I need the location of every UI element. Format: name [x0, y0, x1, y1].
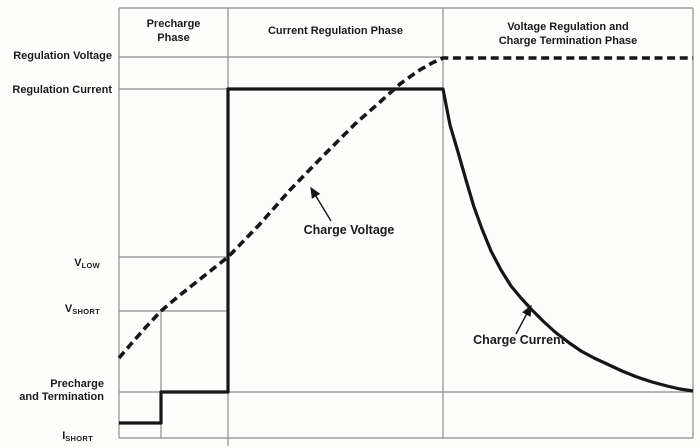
charge-current-arrow: [515, 304, 532, 335]
v-low-symbol: V: [74, 257, 82, 269]
ylabel-regulation-voltage: Regulation Voltage: [13, 50, 112, 62]
ylabel-v-short: VSHORT: [65, 290, 100, 318]
i-short-symbol: I: [62, 430, 66, 442]
v-short-subscript: SHORT: [72, 307, 100, 316]
ylabel-regulation-current: Regulation Current: [12, 84, 112, 96]
ylabel-v-low: VLOW: [74, 244, 100, 272]
charge-voltage-trace: [117, 56, 693, 360]
i-short-subscript: SHORT: [65, 434, 93, 443]
charge-current-label: Charge Current: [473, 333, 565, 347]
phase-header-precharge: Precharge Phase: [146, 18, 201, 44]
ylabel-precharge-and-termination: Precharge and Termination: [19, 378, 104, 403]
charge-voltage-label: Charge Voltage: [303, 223, 395, 237]
phase-header-voltage-regulation-termination: Voltage Regulation and Charge Terminatio…: [498, 21, 638, 47]
phase-header-current-regulation: Current Regulation Phase: [267, 25, 404, 37]
v-short-symbol: V: [64, 303, 73, 315]
v-low-subscript: LOW: [81, 261, 100, 270]
ylabel-i-short: ISHORT: [62, 417, 93, 445]
charge-current-trace: [119, 87, 694, 425]
charge-voltage-arrow: [310, 186, 332, 222]
